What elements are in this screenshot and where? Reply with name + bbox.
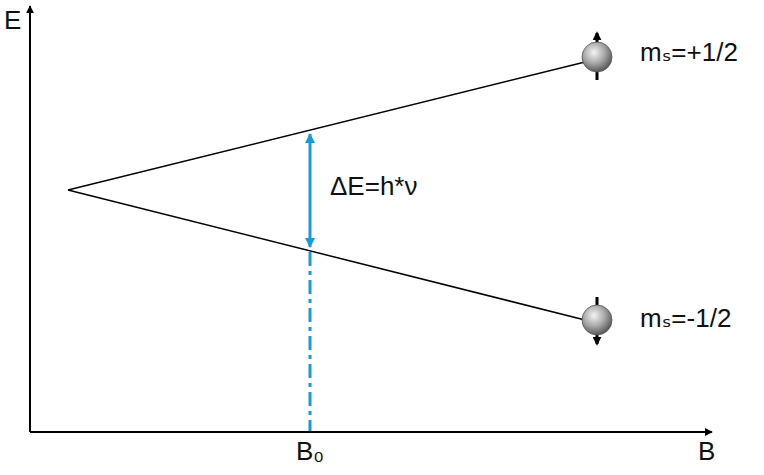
electron-sphere bbox=[582, 305, 612, 335]
field-axis bbox=[30, 431, 712, 433]
transition-arrow bbox=[309, 134, 312, 247]
state-label: mₛ=+1/2 bbox=[640, 38, 738, 67]
energy-gap-label: ΔE=h*ν bbox=[330, 172, 417, 201]
axis-label: E bbox=[4, 6, 21, 35]
lower-level bbox=[68, 190, 585, 320]
upper-level bbox=[68, 62, 585, 190]
state-label: mₛ=-1/2 bbox=[640, 304, 731, 333]
energy-axis bbox=[29, 6, 31, 432]
field-marker bbox=[309, 252, 312, 431]
axis-label: B bbox=[698, 437, 715, 466]
electron-sphere bbox=[582, 42, 612, 72]
field-value-label: B₀ bbox=[296, 437, 324, 466]
